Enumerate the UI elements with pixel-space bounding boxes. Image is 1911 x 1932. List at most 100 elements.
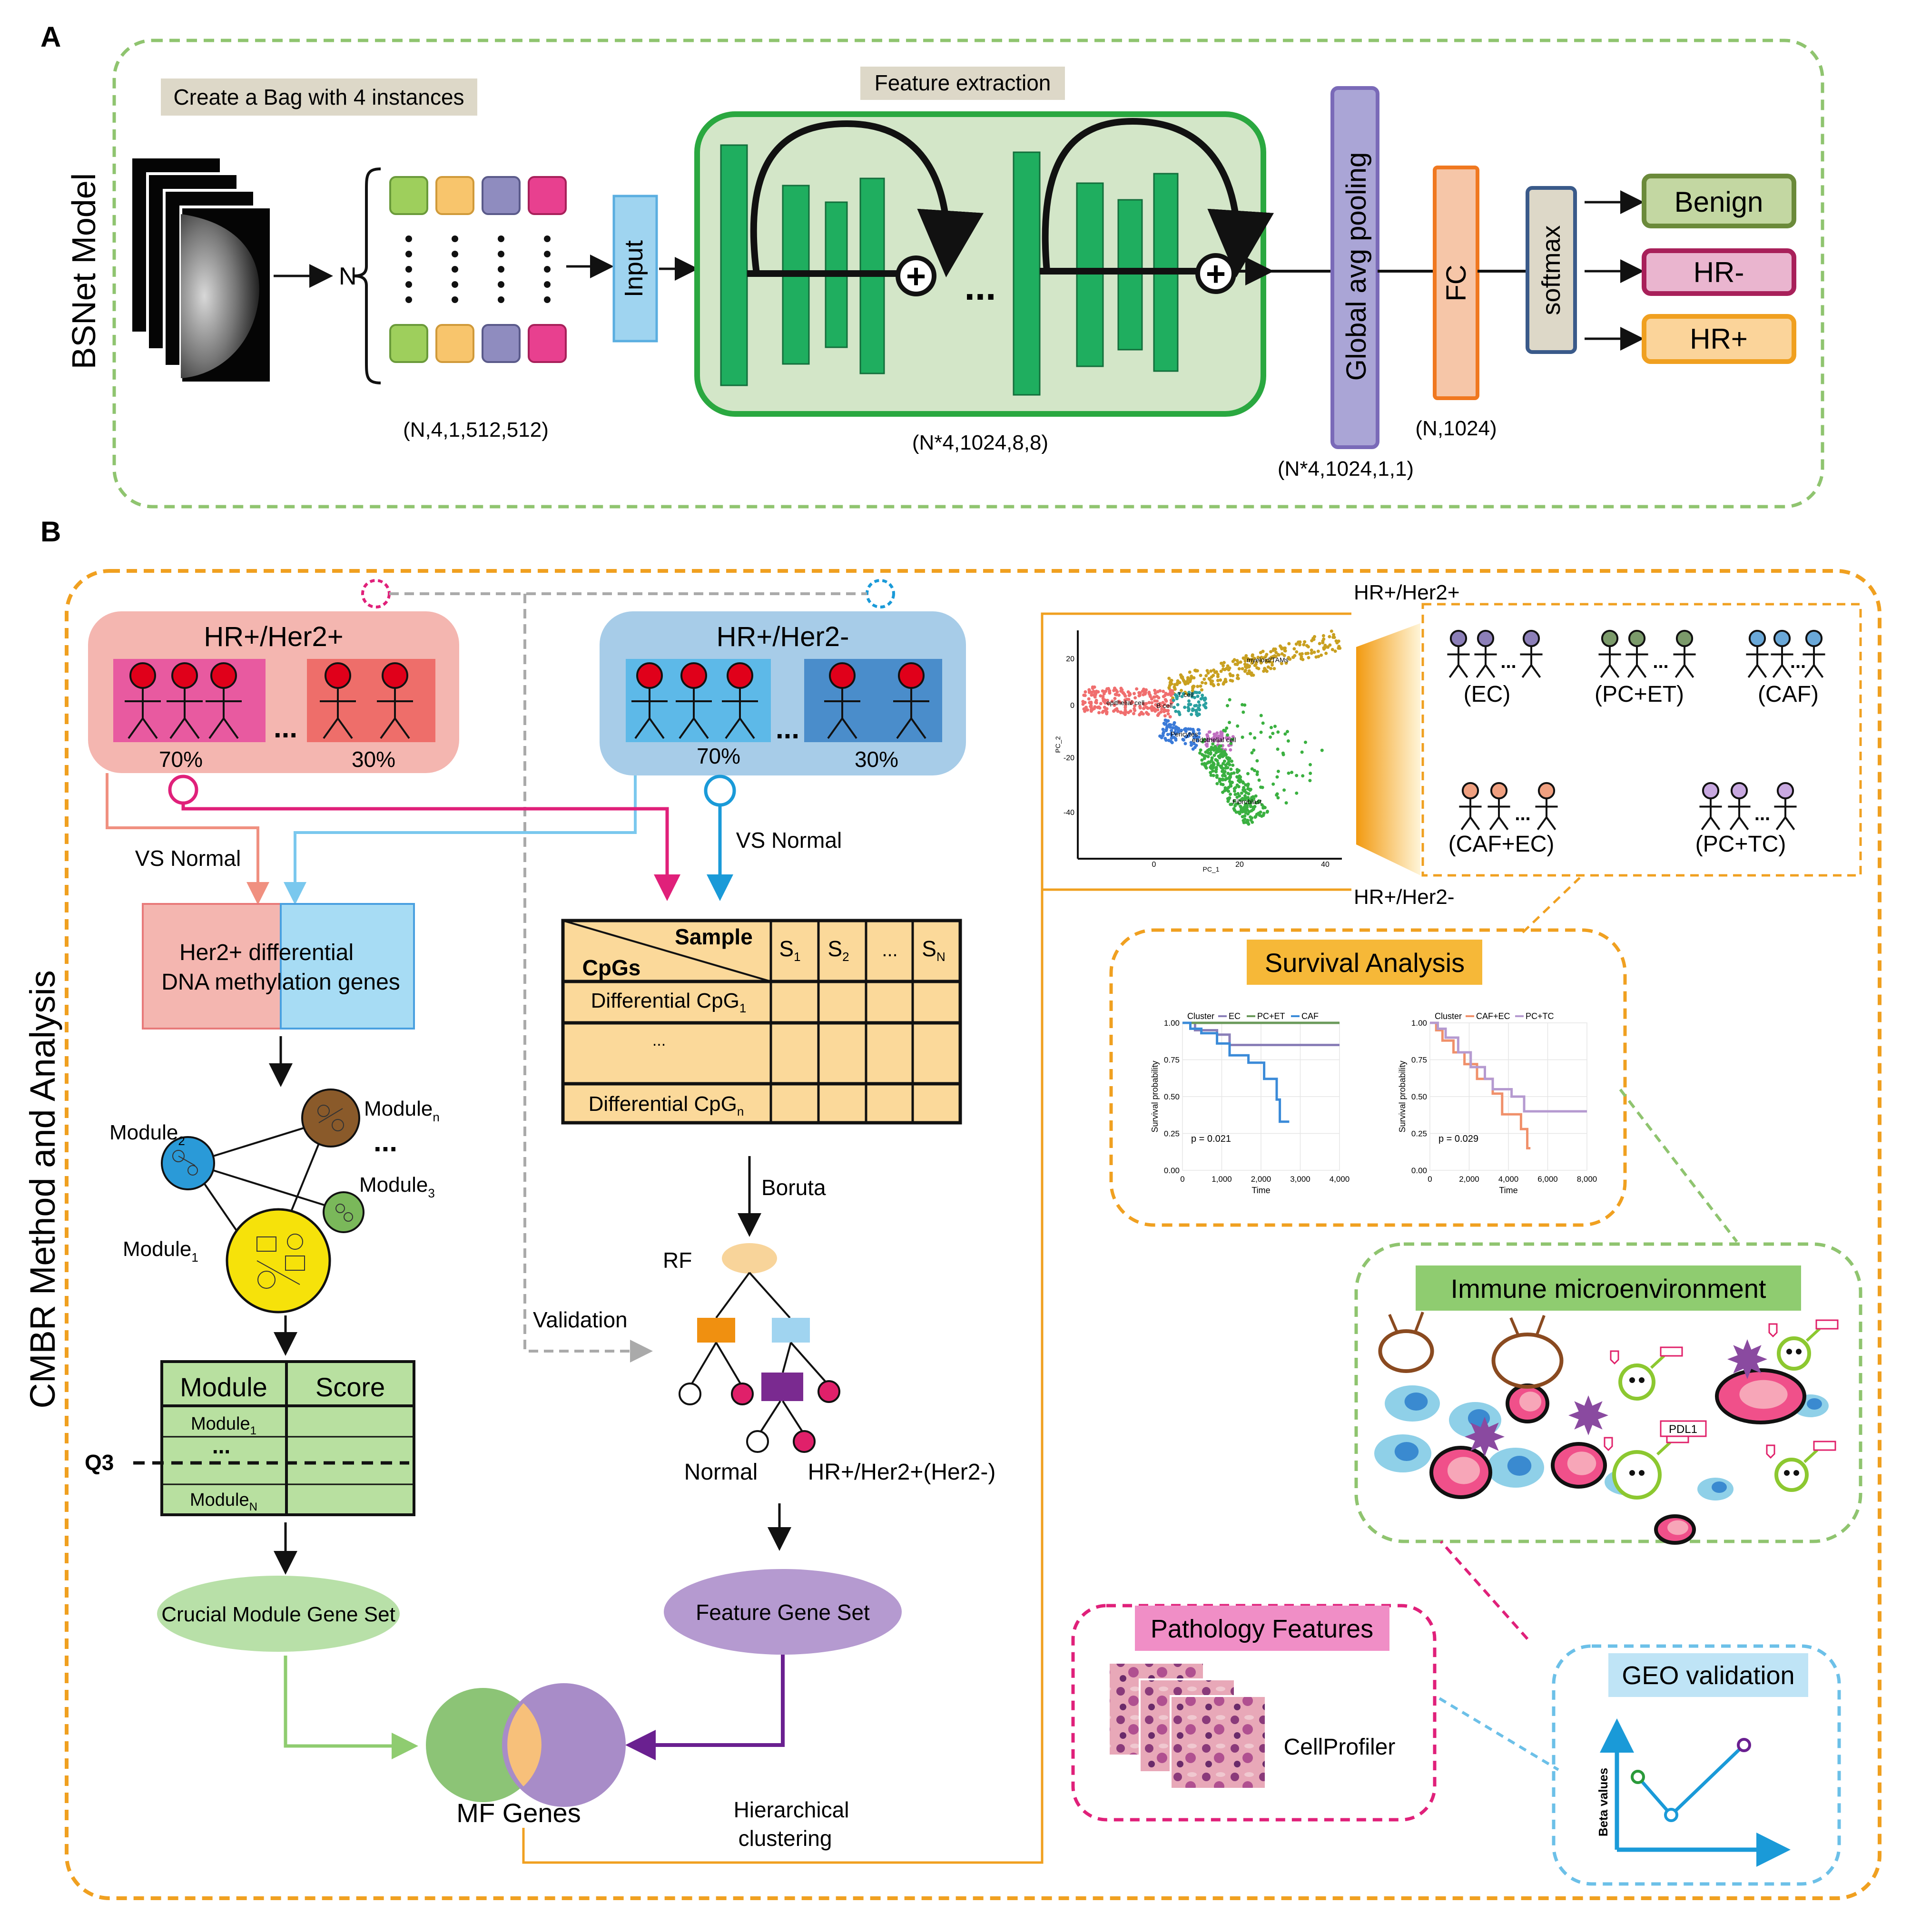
cluster-5-patient-1 <box>1699 782 1722 831</box>
geo-plot <box>1600 1718 1791 1867</box>
feature-gene-label: Feature Gene Set <box>696 1600 870 1625</box>
panel-b-letter: B <box>40 516 61 548</box>
cpg-row-dots: ... <box>652 1031 666 1049</box>
gap-label: Global avg pooling <box>1341 152 1372 381</box>
instance-top-1 <box>389 176 428 215</box>
km1-pvalue: p = 0.021 <box>1191 1134 1231 1144</box>
residual-stack-1: + <box>720 120 984 386</box>
immune-t-cell-1 <box>1618 1363 1655 1401</box>
module-dots: ... <box>374 1126 397 1157</box>
crucial-module-set <box>157 1576 400 1652</box>
vs-normal-right: VS Normal <box>736 828 842 853</box>
patient-her2neg-a-3 <box>722 662 758 739</box>
panel-b: B CMBR Method and Analysis Validation HR… <box>23 516 1881 1900</box>
km2-xtick-4: 8,000 <box>1577 1175 1597 1184</box>
vs-normal-left: VS Normal <box>135 846 241 871</box>
pca-cluster-endothelial: endothelial cell <box>1192 736 1236 744</box>
input-box <box>612 195 658 343</box>
instance-top-3 <box>482 176 521 215</box>
km1-xlabel: Time <box>1251 1186 1270 1195</box>
pca-ytick-20: 20 <box>1066 655 1074 663</box>
dmg-line-2: DNA methylation genes <box>161 970 400 995</box>
panel-a-frame <box>112 39 1824 509</box>
cpg-table <box>561 919 962 1125</box>
cluster-4-patient-3 <box>1535 782 1558 831</box>
km1-xtick-2: 2,000 <box>1251 1175 1271 1184</box>
immune-t-cell-4 <box>1774 1458 1809 1492</box>
validation-label: Validation <box>533 1307 628 1332</box>
group-her2pos-dots: ... <box>274 712 297 744</box>
cluster-5-patient-3 <box>1774 782 1797 831</box>
module-3-label: Module3 <box>359 1173 435 1200</box>
pca-cluster-pericytes: Pericytes <box>1171 730 1198 738</box>
bag-label-bg <box>161 78 477 116</box>
pca-xtick-20: 20 <box>1235 861 1244 869</box>
km1-ylabel: Survival probability <box>1150 1060 1160 1132</box>
pathology-title: Pathology Features <box>1151 1615 1373 1643</box>
random-forest-tree <box>679 1243 840 1453</box>
bsnet-model-label: BSNet Model <box>65 173 102 369</box>
patient-her2pos-a-1 <box>125 662 161 739</box>
km2-ytick-4: 0.00 <box>1411 1166 1427 1175</box>
cpg-corner-cpgs: CpGs <box>582 955 641 980</box>
sum-node-1 <box>896 255 936 296</box>
softmax-box <box>1526 186 1577 354</box>
group-her2pos-title: HR+/Her2+ <box>204 621 343 652</box>
km1-ytick-2: 0.50 <box>1164 1092 1180 1101</box>
mf-genes-label: MF Genes <box>456 1798 581 1828</box>
output-hrpos-box <box>1642 314 1796 364</box>
immune-title-bg <box>1416 1265 1801 1311</box>
rf-label: RF <box>663 1248 692 1273</box>
module-2-label: Module2 <box>109 1121 185 1148</box>
km2-ytick-0: 1.00 <box>1411 1019 1427 1028</box>
pca-plot <box>1049 618 1349 875</box>
cluster-pc-tc: (PC+TC) <box>1695 832 1786 857</box>
svg-text:...: ... <box>1515 804 1530 824</box>
score-row-1: Module1 <box>191 1414 256 1437</box>
cluster-1-patient-2 <box>1474 629 1497 678</box>
instance-bottom-2 <box>435 324 474 363</box>
cluster-1-patient-3 <box>1520 629 1543 678</box>
funnel <box>1356 623 1420 875</box>
immune-box <box>1354 1242 1862 1543</box>
km2-xtick-1: 2,000 <box>1459 1175 1479 1184</box>
gap-box <box>1330 86 1379 449</box>
cluster-2-patient-2 <box>1625 629 1648 678</box>
survival-box <box>1109 928 1627 1227</box>
shape-bag-label: (N,4,1,512,512) <box>403 418 549 441</box>
immune-cell-purple-1 <box>1465 1417 1505 1457</box>
score-header-module: Module <box>180 1372 267 1402</box>
km1-legend-1: PC+ET <box>1257 1011 1285 1021</box>
cluster-pc-et: (PC+ET) <box>1595 682 1684 707</box>
shape-fc-label: (N,1024) <box>1415 417 1497 440</box>
fc-label: FC <box>1441 265 1472 301</box>
module-score-table <box>133 1360 415 1516</box>
score-row-n: ModuleN <box>190 1490 257 1513</box>
cluster-caf: (CAF) <box>1758 682 1819 707</box>
shape-features-label: (N*4,1024,8,8) <box>912 431 1048 454</box>
panel-a: A BSNet Model Create a Bag with 4 instan… <box>40 21 1824 509</box>
instance-top-2 <box>435 176 474 215</box>
fc-box <box>1433 166 1479 400</box>
cmbr-side-label: CMBR Method and Analysis <box>23 970 62 1408</box>
group-her2neg-dots: ... <box>776 713 799 745</box>
immune-t-cell-2 <box>1612 1450 1662 1500</box>
q3-label: Q3 <box>85 1450 114 1475</box>
module-network <box>161 1089 364 1314</box>
instance-bottom-3 <box>482 324 521 363</box>
immune-macrophage-2 <box>1491 1333 1564 1389</box>
svg-text:+: + <box>1206 255 1226 293</box>
km1-legend-title: Cluster <box>1187 1011 1214 1021</box>
pca-cluster-bcell: B cell <box>1156 702 1172 709</box>
km2-pvalue: p = 0.029 <box>1438 1134 1478 1144</box>
km2-xtick-3: 6,000 <box>1537 1175 1558 1184</box>
module-2-node <box>161 1136 215 1190</box>
patients-her2pos <box>125 662 413 739</box>
patient-her2neg-a-1 <box>631 662 668 739</box>
hier-clust-2: clustering <box>739 1826 832 1851</box>
panel-b-frame <box>65 569 1881 1900</box>
km2-ytick-1: 0.75 <box>1411 1056 1427 1065</box>
